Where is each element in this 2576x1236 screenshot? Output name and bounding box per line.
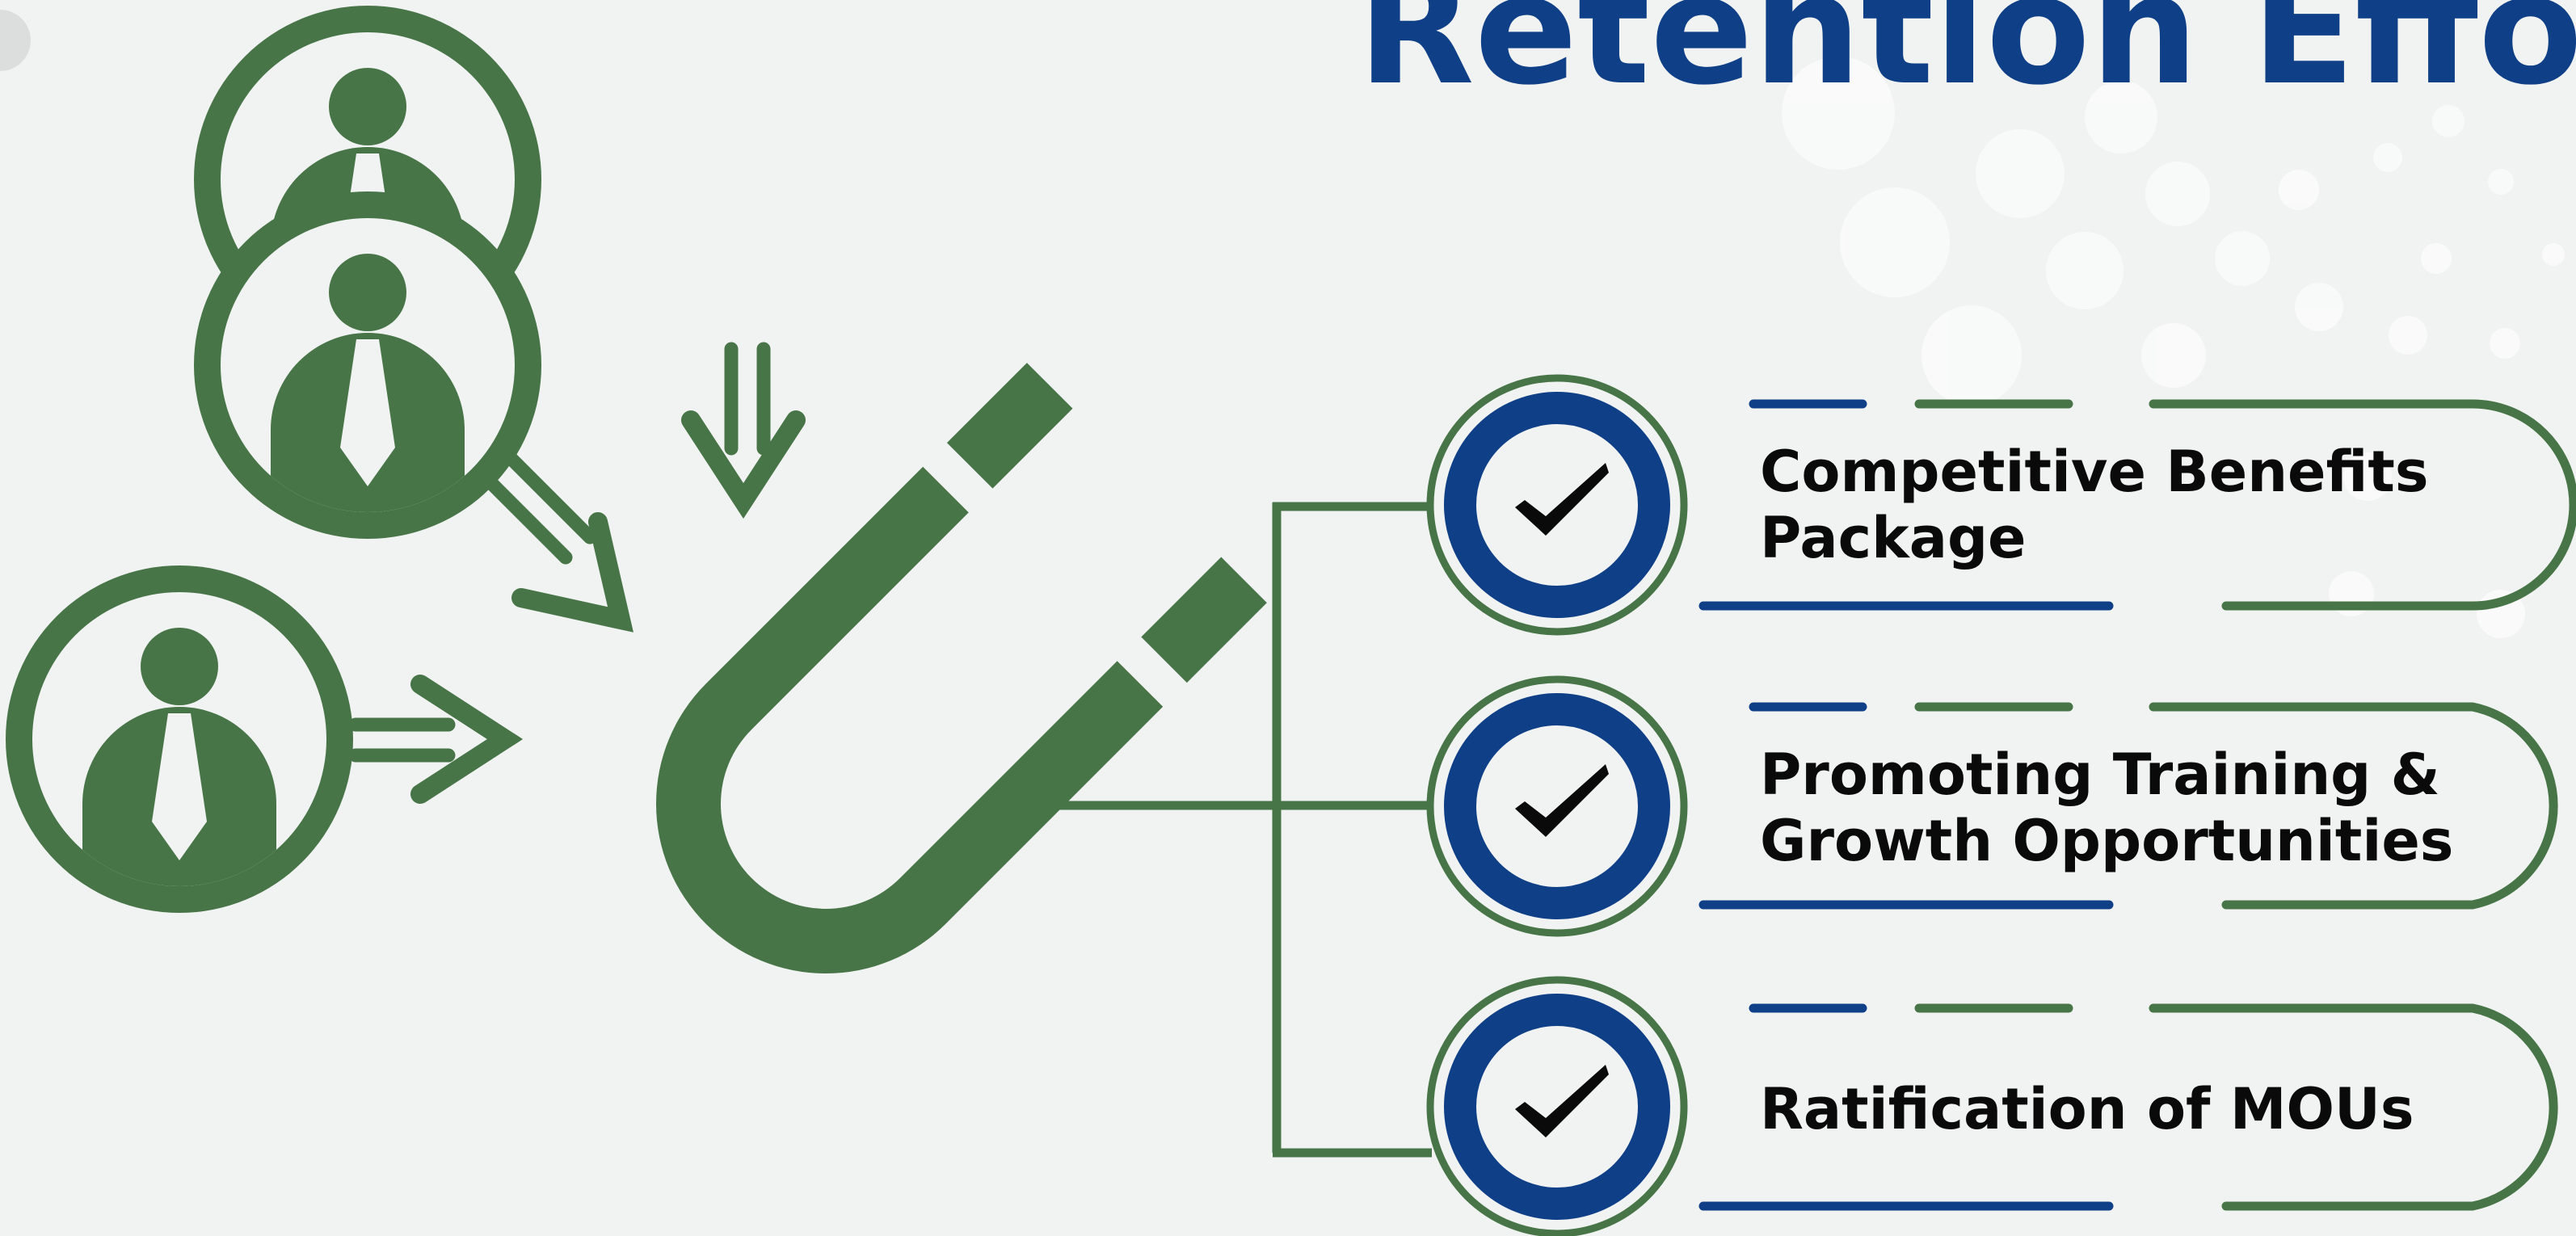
- list-item-benefits: Competitive Benefits Package: [1430, 378, 2576, 632]
- item-frame: [1698, 399, 2576, 611]
- item-label-line2: Package: [1760, 505, 2027, 571]
- item-frame: [1698, 1003, 2558, 1211]
- arrow-down-icon: [681, 342, 806, 519]
- person-icon-left: [6, 565, 353, 925]
- item-label-line1: Promoting Training &: [1760, 742, 2440, 808]
- check-icon: [1430, 679, 1684, 933]
- check-icon: [1430, 378, 1684, 632]
- person-icon-middle: [194, 191, 541, 551]
- page-title: Retention Effor: [1357, 0, 2576, 119]
- connector-lines: [987, 502, 1432, 1158]
- arrow-diagonal-icon: [478, 449, 633, 633]
- list-item-training: Promoting Training & Growth Opportunitie…: [1430, 679, 2558, 933]
- list-item-mous: Ratification of MOUs: [1430, 980, 2558, 1234]
- item-label-line1: Ratification of MOUs: [1760, 1076, 2414, 1142]
- item-frame: [1698, 702, 2558, 910]
- item-label-line1: Competitive Benefits: [1760, 439, 2429, 505]
- magnet-icon: [656, 363, 1267, 973]
- item-label-line2: Growth Opportunities: [1760, 808, 2453, 874]
- arrow-right-icon: [348, 675, 524, 804]
- corner-dot: [0, 10, 31, 71]
- check-icon: [1430, 980, 1684, 1234]
- decorative-dots: [1782, 57, 2565, 638]
